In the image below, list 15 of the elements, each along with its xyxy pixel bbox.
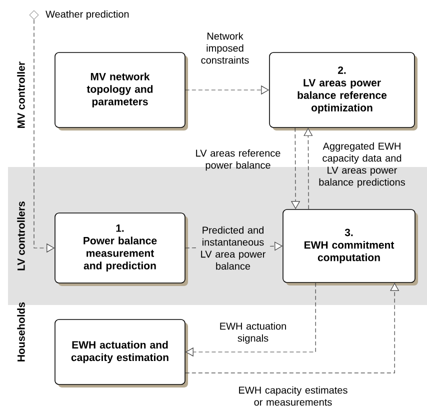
process-box: 2. LV areas power balance reference optimization xyxy=(269,52,418,130)
edge-label: EWH capacity estimates or measurements xyxy=(239,386,348,406)
edge-label: Aggregated EWH capacity data and LV areas power balance predictions xyxy=(319,142,405,188)
process-box: MV network topology and parameters xyxy=(54,52,188,130)
edge-label: Predicted and instantaneous LV area power balance xyxy=(196,225,270,271)
lane-label: Households xyxy=(17,302,25,362)
source-label: Weather prediction xyxy=(46,10,129,20)
diamond-symbol xyxy=(29,10,39,20)
process-box: 1. Power balance measurement and prediction xyxy=(54,212,188,286)
process-box: EWH actuation and capacity estimation xyxy=(54,319,188,388)
edge-label: Network imposed constraints xyxy=(201,32,249,64)
lane-label: MV controller xyxy=(17,62,25,128)
edge-label: EWH actuation signals xyxy=(220,322,286,344)
process-box: 3. EWH commitment computation xyxy=(282,209,418,286)
edge-label: LV areas reference power balance xyxy=(196,149,280,171)
